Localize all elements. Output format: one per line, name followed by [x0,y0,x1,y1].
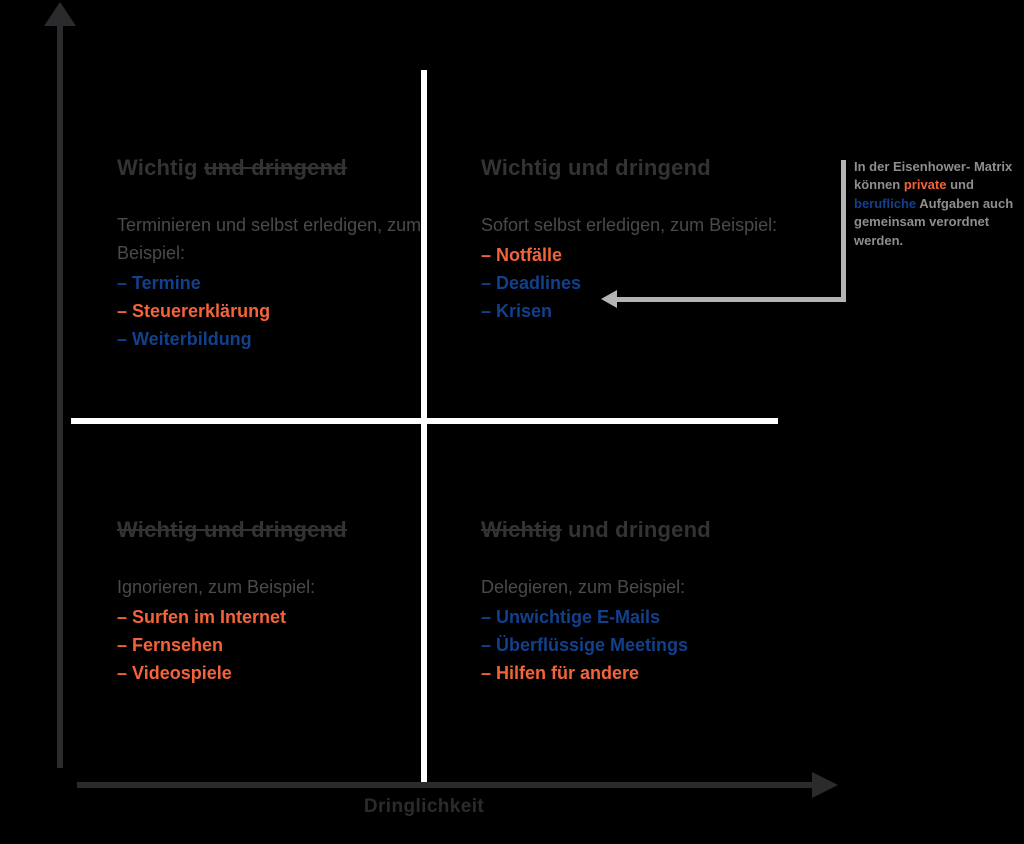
quadrant-bottom-right-list: – Unwichtige E-Mails – Überflüssige Meet… [481,604,811,688]
callout-connector-horizontal [615,297,843,302]
callout-line-1: In der Eisenhower- [854,159,971,174]
callout-line-2: Matrix können [854,159,1013,193]
quadrant-top-right-list: – Notfälle – Deadlines – Krisen [481,242,811,326]
quadrant-bottom-left-list: – Surfen im Internet – Fernsehen – Video… [117,604,447,688]
callout-arrowhead-icon [601,290,617,308]
title-plain-part: Wichtig [117,155,204,180]
list-item: – Surfen im Internet [117,607,287,628]
quadrant-top-left-description: Terminieren und selbst erledigen, zum Be… [117,215,422,264]
callout-annotation-text: In der Eisenhower- Matrix können private… [854,158,1022,250]
callout-line-3: Aufgaben auch [919,195,1014,211]
quadrant-bottom-left: Wichtig und dringend Ignorieren, zum Bei… [117,517,447,688]
list-item: – Videospiele [117,662,232,683]
title-struck-part: und dringend [203,155,347,180]
x-axis-arrowhead-icon [812,772,838,798]
title-plain-part: und dringend [561,517,711,542]
callout-line-4: gemeinsam verordnet [854,214,990,230]
quadrant-top-right-title: Wichtig und dringend [481,155,811,180]
y-axis-line [57,18,63,768]
list-item: – Überflüssige Meetings [481,634,689,655]
quadrant-top-left-list: – Termine – Steuererklärung – Weiterbild… [117,270,447,354]
quadrant-bottom-right-title: Wichtig und dringend [481,517,811,542]
list-item: – Krisen [481,300,553,321]
callout-annotation: In der Eisenhower- Matrix können private… [854,158,1022,250]
quadrant-bottom-right-description: Delegieren, zum Beispiel: [481,577,686,598]
x-axis-label: Dringlichkeit [363,796,485,817]
quadrant-top-right-description: Sofort selbst erledigen, zum Beispiel: [481,215,778,236]
list-item: – Termine [117,272,201,293]
title-struck-part: Wichtig [481,517,562,542]
quadrant-top-right: Wichtig und dringend Sofort selbst erled… [481,155,811,326]
quadrant-top-left: Wichtig und dringend Terminieren und sel… [117,155,447,354]
y-axis-arrowhead-icon [44,2,76,26]
callout-word-private: private [903,177,947,193]
title-plain-part: Wichtig und dringend [481,155,711,180]
callout-word-berufliche: berufliche [854,195,917,211]
list-item: – Fernsehen [117,634,224,655]
list-item: – Weiterbildung [117,328,252,349]
callout-line-5: werden. [854,232,904,248]
list-item: – Hilfen für andere [481,662,640,683]
callout-connector-vertical [841,160,846,302]
quadrant-bottom-right: Wichtig und dringend Delegieren, zum Bei… [481,517,811,688]
vertical-divider [421,70,427,782]
x-axis-line [77,782,825,788]
quadrant-bottom-left-description: Ignorieren, zum Beispiel: [117,577,316,598]
horizontal-divider [71,418,778,424]
quadrant-bottom-left-title: Wichtig und dringend [117,517,447,542]
list-item: – Unwichtige E-Mails [481,607,661,628]
callout-word-und: und [946,177,974,193]
title-struck-part: Wichtig und dringend [117,517,347,542]
list-item: – Deadlines [481,272,582,293]
list-item: – Steuererklärung [117,300,271,321]
quadrant-top-left-title: Wichtig und dringend [117,155,447,180]
list-item: – Notfälle [481,245,563,266]
